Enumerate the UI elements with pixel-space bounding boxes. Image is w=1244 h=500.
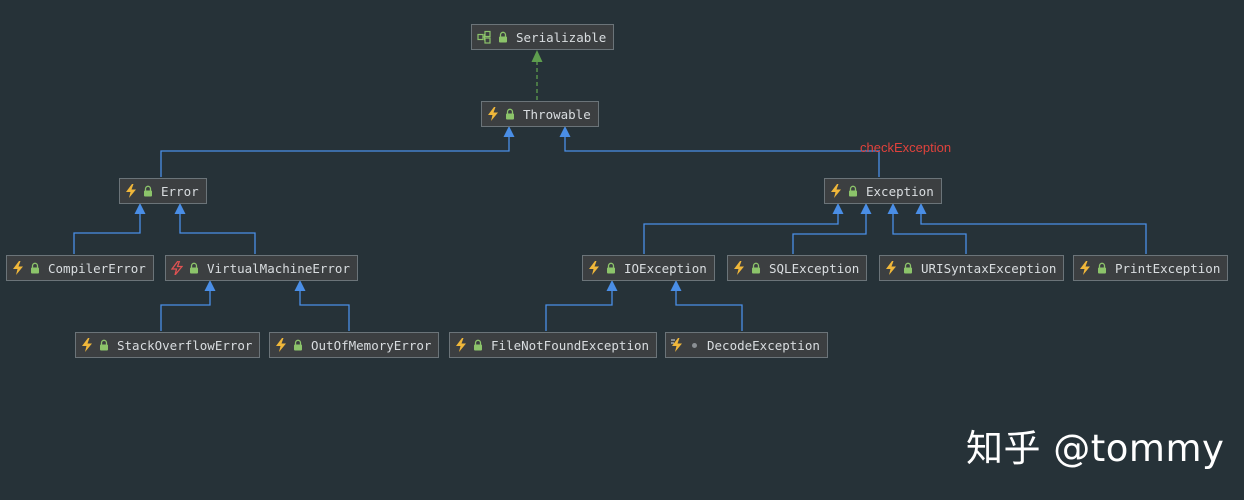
node-label: Error [161, 183, 199, 199]
lightning-icon [456, 338, 466, 352]
lock-icon [31, 262, 39, 274]
node-label: IOException [624, 260, 707, 276]
watermark: 知乎 @tommy [966, 427, 1225, 470]
node-label: Serializable [516, 29, 607, 45]
lightning-icon [126, 184, 136, 198]
node-label: Exception [866, 183, 934, 199]
lock-icon [904, 262, 912, 274]
lightning-icon [734, 261, 744, 275]
arrowhead-vmerror-left [204, 280, 216, 291]
node-serializable[interactable]: Serializable [471, 24, 615, 50]
edge-outofmemory-vmerror [299, 290, 350, 331]
arrowhead-exception-1 [832, 203, 844, 214]
node-compiler-error[interactable]: CompilerError [6, 255, 154, 281]
node-label: SQLException [769, 260, 860, 276]
lightning-icon [488, 107, 498, 121]
arrowhead-ioexception-right [670, 280, 682, 291]
node-io-exception[interactable]: IOException [582, 255, 715, 281]
lock-icon [506, 108, 514, 120]
edge-filenotfound-ioexception [545, 290, 613, 331]
edge-ioexception-exception [643, 213, 839, 254]
node-label: FileNotFoundException [491, 337, 650, 353]
lock-icon [294, 339, 302, 351]
node-exception[interactable]: Exception [824, 178, 942, 204]
node-stack-overflow-error[interactable]: StackOverflowError [75, 332, 261, 358]
arrowhead-error-right [174, 203, 186, 214]
edge-stackoverflow-vmerror [160, 290, 211, 331]
node-label: Throwable [523, 106, 591, 122]
lightning-icon [831, 184, 841, 198]
node-print-exception[interactable]: PrintException [1073, 255, 1229, 281]
edge-error-throwable [160, 136, 510, 177]
edge-urisyntax-exception [892, 213, 967, 254]
annotation-check-exception: checkException [860, 140, 952, 155]
arrowhead-exception-4 [915, 203, 927, 214]
node-uri-syntax-exception[interactable]: URISyntaxException [879, 255, 1065, 281]
node-label: VirtualMachineError [207, 260, 350, 276]
dot-icon [689, 340, 699, 350]
arrowhead-error-left [134, 203, 146, 214]
edge-exception-throwable [564, 136, 880, 177]
lightning-icon [276, 338, 286, 352]
node-error[interactable]: Error [119, 178, 207, 204]
lightning-icon [13, 261, 23, 275]
lightning-icon [1080, 261, 1090, 275]
arrowhead-throwable-left [503, 126, 515, 137]
lightning-icon [589, 261, 599, 275]
arrowhead-throwable-right [559, 126, 571, 137]
lock-icon [1098, 262, 1106, 274]
lightning-icon [82, 338, 92, 352]
node-label: DecodeException [707, 337, 820, 353]
arrowhead-serializable [531, 50, 543, 62]
lock-icon [190, 262, 198, 274]
lightning-icon [886, 261, 896, 275]
lock-icon [607, 262, 615, 274]
arrowhead-ioexception-left [606, 280, 618, 291]
node-file-not-found-exception[interactable]: FileNotFoundException [449, 332, 658, 358]
edge-decode-ioexception [675, 290, 743, 331]
lock-icon [144, 185, 152, 197]
lock-icon [474, 339, 482, 351]
lock-icon [752, 262, 760, 274]
node-sql-exception[interactable]: SQLException [727, 255, 868, 281]
edge-compilererror-error [73, 213, 141, 254]
edge-printexception-exception [920, 213, 1147, 254]
lock-icon [499, 31, 507, 43]
node-throwable[interactable]: Throwable [481, 101, 599, 127]
node-label: StackOverflowError [117, 337, 253, 353]
abstract-lightning-icon [171, 261, 183, 275]
lock-icon [849, 185, 857, 197]
node-label: OutOfMemoryError [311, 337, 432, 353]
node-virtual-machine-error[interactable]: VirtualMachineError [165, 255, 358, 281]
arrowhead-exception-3 [887, 203, 899, 214]
edge-vmerror-error [179, 213, 256, 254]
arrowhead-exception-2 [860, 203, 872, 214]
node-label: URISyntaxException [921, 260, 1057, 276]
arrowhead-vmerror-right [294, 280, 306, 291]
node-label: CompilerError [48, 260, 146, 276]
lightning-icon [671, 338, 682, 352]
node-out-of-memory-error[interactable]: OutOfMemoryError [269, 332, 440, 358]
edge-sqlexception-exception [792, 213, 867, 254]
node-label: PrintException [1115, 260, 1221, 276]
interface-icon [477, 30, 491, 44]
node-decode-exception[interactable]: DecodeException [665, 332, 828, 358]
lock-icon [100, 339, 108, 351]
